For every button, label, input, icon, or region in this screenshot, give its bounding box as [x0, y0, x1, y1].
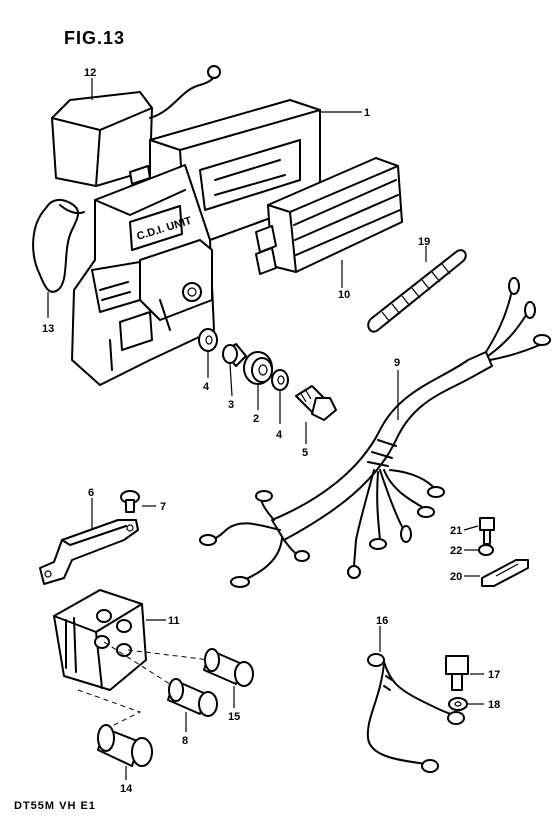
callout-13: 13 [42, 323, 54, 335]
callout-20: 20 [450, 571, 462, 583]
callout-11: 11 [168, 615, 180, 627]
callout-14: 14 [120, 783, 133, 795]
figure-title: FIG.13 [64, 28, 126, 48]
part-22-washer [478, 544, 494, 556]
part-2-grommet [243, 351, 273, 385]
callout-15: 15 [228, 711, 240, 723]
callout-5: 5 [302, 447, 308, 459]
callout-3: 3 [228, 399, 234, 411]
part-14-cap [97, 724, 153, 767]
part-6-clamp [39, 519, 139, 585]
part-5-bolt [295, 385, 337, 421]
guide-15 [127, 649, 211, 661]
guide-14 [77, 689, 142, 731]
callout-10: 10 [338, 289, 350, 301]
callout-17: 17 [488, 669, 500, 681]
part-11-terminal-block [53, 589, 147, 691]
callout-7: 7 [160, 501, 166, 513]
part-3-collar [222, 343, 247, 367]
footer-model-code: DT55M VH E1 [14, 800, 96, 812]
callout-22: 22 [450, 545, 462, 557]
part-15-cap [203, 648, 254, 687]
part-21-screw [479, 517, 495, 545]
callout-4a: 4 [203, 381, 210, 393]
part-19-spiral-tube [367, 249, 467, 333]
part-17-bolt [445, 655, 469, 691]
callout-1: 1 [364, 107, 370, 119]
part-7-screw [120, 490, 140, 513]
part-18-washer [448, 697, 468, 711]
part-12-box [51, 65, 221, 187]
callout-6: 6 [88, 487, 94, 499]
part-4-washer-left [198, 328, 218, 352]
callout-8: 8 [182, 735, 188, 747]
callout-4b: 4 [276, 429, 283, 441]
part-9-wire-harness [199, 277, 551, 588]
callout-2: 2 [253, 413, 259, 425]
callout-21: 21 [450, 525, 462, 537]
callout-9: 9 [394, 357, 400, 369]
part-16-ground-lead [366, 653, 465, 773]
leader-21 [463, 525, 479, 531]
part-20-clamp [481, 559, 529, 587]
callout-19: 19 [418, 236, 430, 248]
callout-16: 16 [376, 615, 388, 627]
callout-18: 18 [488, 699, 500, 711]
part-8-cap [167, 678, 218, 717]
callout-12: 12 [84, 67, 96, 79]
leader-3 [229, 363, 233, 397]
part-10-module [255, 157, 403, 275]
part-13-loop [32, 198, 85, 293]
part-4-washer-right [271, 369, 289, 391]
